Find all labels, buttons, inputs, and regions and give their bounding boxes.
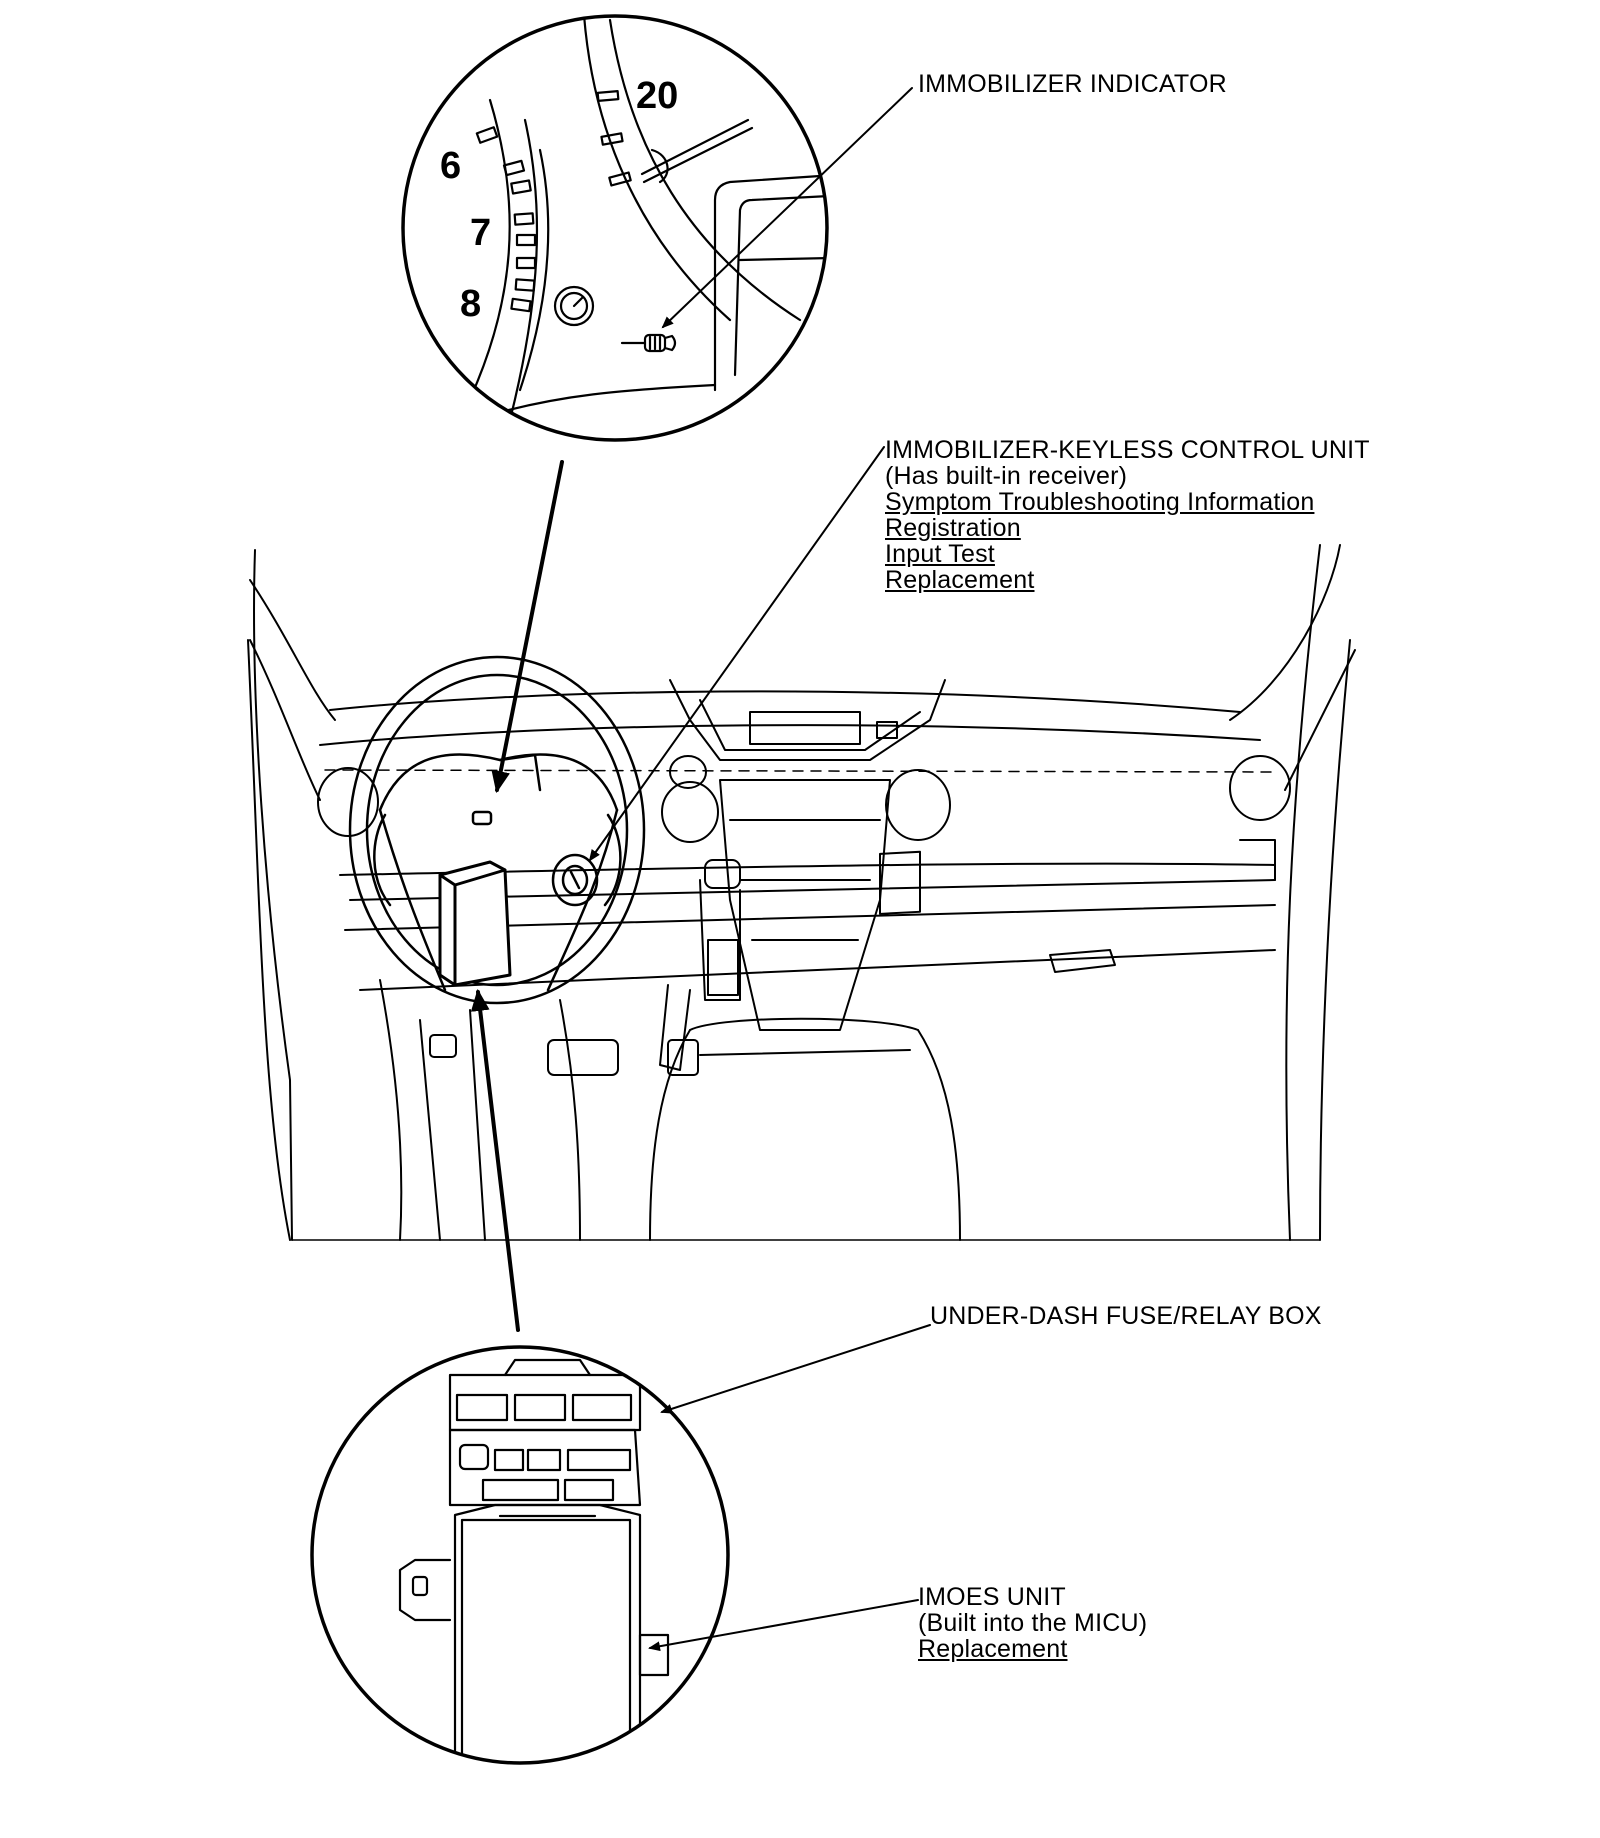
callout-imoes-unit: IMOES UNIT (Built into the MICU) Replace… [918,1584,1147,1662]
callout-under-dash-fuse-box: UNDER-DASH FUSE/RELAY BOX [930,1303,1322,1329]
gauge-dial-icon [553,285,595,327]
tach-number-8: 8 [460,283,481,325]
speedo-number-20: 20 [636,75,678,117]
fuse-box-location-block [438,860,512,987]
connector-arrows [470,460,564,1332]
immobilizer-indicator-title: IMMOBILIZER INDICATOR [918,70,1227,98]
keyless-control-unit-note: (Has built-in receiver) [885,462,1128,490]
callout-immobilizer-indicator: IMMOBILIZER INDICATOR [918,71,1227,97]
gauge-numbers: 6 7 8 20 [440,75,678,325]
tach-number-6: 6 [440,145,461,187]
fuse-box-detail-circle [310,1345,730,1765]
link-imoes-replacement[interactable]: Replacement [918,1635,1068,1663]
tach-number-7: 7 [470,212,491,254]
link-input-test[interactable]: Input Test [885,540,995,568]
link-registration[interactable]: Registration [885,514,1021,542]
link-symptom-troubleshooting[interactable]: Symptom Troubleshooting Information [885,488,1315,516]
imoes-unit-note: (Built into the MICU) [918,1609,1148,1637]
ignition-switch-icon [551,853,599,907]
leader-lines [588,87,931,1652]
callout-keyless-control-unit: IMMOBILIZER-KEYLESS CONTROL UNIT (Has bu… [885,437,1370,593]
link-keyless-replacement[interactable]: Replacement [885,566,1035,594]
keyless-control-unit-title: IMMOBILIZER-KEYLESS CONTROL UNIT [885,436,1370,464]
cluster-detail-circle [401,14,829,442]
key-indicator-icon [620,333,677,353]
imoes-unit-title: IMOES UNIT [918,1583,1066,1611]
under-dash-fuse-box-title: UNDER-DASH FUSE/RELAY BOX [930,1302,1322,1330]
dashboard-drawing [247,544,1356,1241]
steering-wheel [348,655,646,1005]
